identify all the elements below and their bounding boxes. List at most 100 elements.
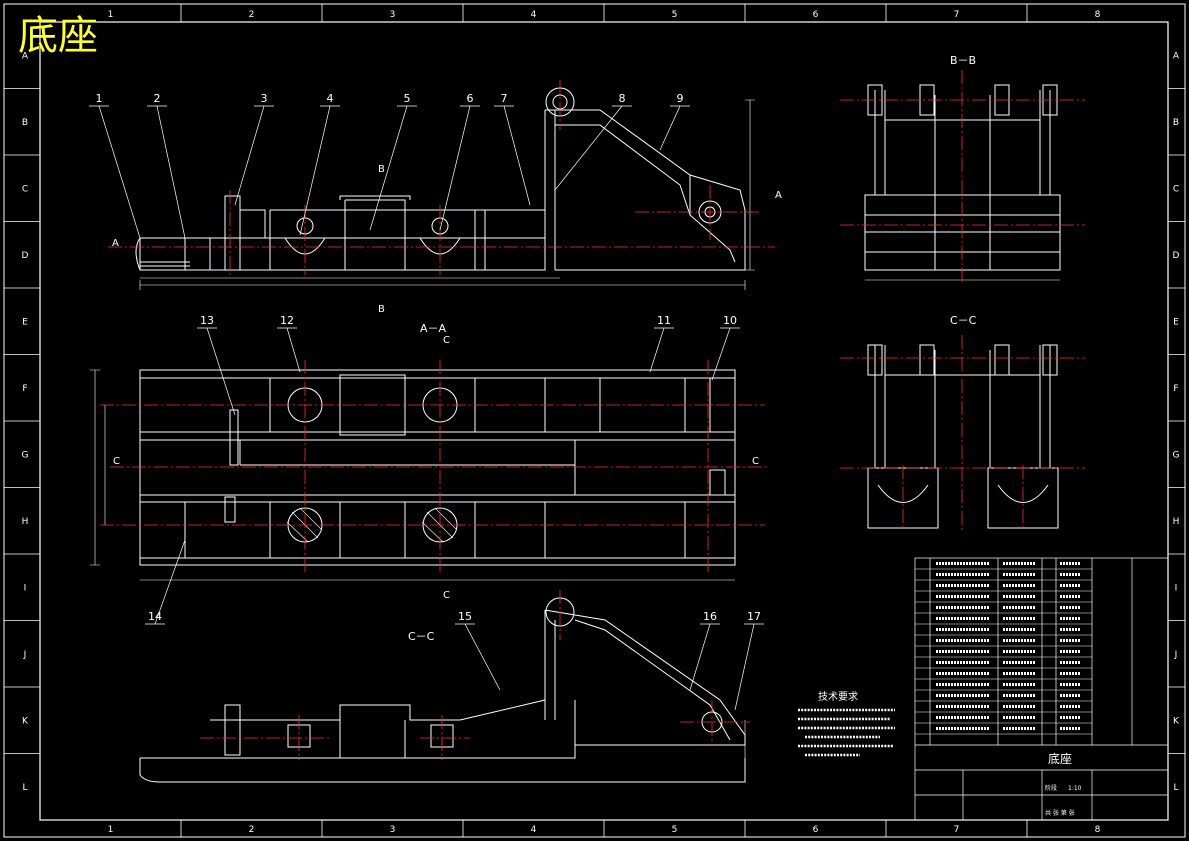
part-number-label: 4 xyxy=(327,92,334,105)
cut-mark-c-left: C xyxy=(113,456,120,467)
grid-row-label-right: D xyxy=(1173,251,1180,261)
tech-requirements-illegible-text xyxy=(798,708,895,757)
grid-row-label-left: G xyxy=(22,450,29,460)
grid-col-label-bottom: 5 xyxy=(672,825,678,835)
parts-list-illegible-text xyxy=(936,562,1080,730)
cc-right-centerlines xyxy=(840,335,1085,530)
grid-col-label-bottom: 3 xyxy=(390,825,396,835)
tech-requirements-heading: 技术要求 xyxy=(818,690,858,703)
grid-col-label-bottom: 7 xyxy=(954,825,960,835)
grid-row-label-right: B xyxy=(1173,118,1179,128)
grid-col-label-top: 1 xyxy=(108,10,114,20)
grid-row-label-left: J xyxy=(23,650,27,660)
cut-mark-b-bottom: B xyxy=(378,304,385,315)
title-block-sheet: 共 张 第 张 xyxy=(1045,809,1075,817)
grid-col-label-bottom: 4 xyxy=(531,825,537,835)
grid-row-label-right: I xyxy=(1175,583,1178,593)
grid-col-label-top: 7 xyxy=(954,10,960,20)
title-block-stage: 阶段 xyxy=(1045,784,1057,792)
part-number-label: 11 xyxy=(657,314,671,327)
cc-centerlines xyxy=(200,590,750,760)
grid-row-label-left: B xyxy=(22,118,28,128)
grid-column-labels-bottom: 1 2 3 4 5 6 7 8 xyxy=(108,825,1101,835)
cut-mark-c-bottom: C xyxy=(443,590,450,601)
grid-row-label-right: G xyxy=(1173,450,1180,460)
title-block-name: 底座 xyxy=(1048,751,1072,766)
cut-mark-b-top: B xyxy=(378,164,385,175)
inner-frame xyxy=(39,21,1169,821)
part-number-label: 1 xyxy=(96,92,103,105)
part-number-label: 3 xyxy=(261,92,268,105)
grid-col-label-top: 8 xyxy=(1095,10,1101,20)
section-view-cc-bottom xyxy=(139,597,746,783)
grid-row-label-right: E xyxy=(1173,317,1179,327)
grid-row-label-left: I xyxy=(24,583,27,593)
grid-row-label-left: K xyxy=(22,716,29,726)
grid-row-label-right: F xyxy=(1173,384,1178,394)
part-number-label: 9 xyxy=(677,92,684,105)
part-number-label: 6 xyxy=(467,92,474,105)
plan-view-aa xyxy=(90,369,736,581)
grid-col-label-top: 6 xyxy=(813,10,819,20)
front-centerlines xyxy=(108,80,775,275)
part-number-label: 17 xyxy=(747,610,761,623)
grid-row-label-left: A xyxy=(22,51,29,61)
part-number-label: 14 xyxy=(148,610,162,623)
section-label-cc-bottom: C－C xyxy=(408,630,435,643)
grid-row-label-right: H xyxy=(1173,517,1180,527)
leader-lines xyxy=(89,105,764,711)
part-number-label: 2 xyxy=(154,92,161,105)
part-number-label: 13 xyxy=(200,314,214,327)
grid-row-label-left: E xyxy=(22,317,28,327)
grid-col-label-top: 5 xyxy=(672,10,678,20)
part-number-label: 5 xyxy=(404,92,411,105)
grid-row-label-right: K xyxy=(1173,716,1180,726)
grid-col-label-top: 3 xyxy=(390,10,396,20)
part-number-label: 8 xyxy=(619,92,626,105)
cut-mark-a-left: A xyxy=(112,238,119,249)
part-number-label: 7 xyxy=(501,92,508,105)
plan-centerlines xyxy=(100,360,770,575)
grid-row-label-right: J xyxy=(1174,650,1178,660)
tech-requirements: 技术要求 xyxy=(798,690,895,757)
grid-col-label-bottom: 8 xyxy=(1095,825,1101,835)
parts-list-table xyxy=(914,557,1169,821)
grid-row-label-left: H xyxy=(22,517,29,527)
front-view xyxy=(135,87,755,290)
grid-row-label-right: A xyxy=(1173,51,1180,61)
part-number-label: 10 xyxy=(723,314,737,327)
title-block-scale: 1:10 xyxy=(1068,785,1082,792)
part-number-label: 16 xyxy=(703,610,717,623)
grid-col-label-top: 4 xyxy=(531,10,537,20)
grid-col-label-top: 2 xyxy=(249,10,255,20)
grid-row-labels-right: A B C D E F G H I J K L xyxy=(1173,51,1181,793)
section-view-cc-right xyxy=(867,344,1059,529)
grid-row-label-left: D xyxy=(22,251,29,261)
cut-mark-a-right: A xyxy=(775,190,782,201)
part-number-label: 12 xyxy=(280,314,294,327)
cut-mark-c-top: C xyxy=(443,335,450,346)
grid-row-label-right: C xyxy=(1173,184,1179,194)
section-label-bb: B－B xyxy=(950,54,976,67)
drawing-title: 底座 xyxy=(18,13,98,59)
grid-row-label-left: L xyxy=(22,783,27,793)
outer-frame xyxy=(3,3,1186,838)
parts-list-rows xyxy=(915,568,1092,735)
grid-row-labels-left: A B C D E F G H I J K L xyxy=(22,51,30,793)
cut-mark-c-right: C xyxy=(752,456,759,467)
grid-ticks xyxy=(4,4,1185,837)
bb-centerlines xyxy=(840,70,1085,285)
grid-col-label-bottom: 1 xyxy=(108,825,114,835)
grid-column-labels-top: 1 2 3 4 5 6 7 8 xyxy=(108,10,1101,20)
grid-row-label-left: C xyxy=(22,184,28,194)
grid-row-label-right: L xyxy=(1173,783,1178,793)
grid-col-label-bottom: 6 xyxy=(813,825,819,835)
section-view-bb xyxy=(864,84,1061,281)
grid-col-label-bottom: 2 xyxy=(249,825,255,835)
section-label-aa: A－A xyxy=(420,322,447,335)
grid-row-label-left: F xyxy=(22,384,27,394)
part-number-label: 15 xyxy=(458,610,472,623)
section-label-cc-right: C－C xyxy=(950,314,977,327)
